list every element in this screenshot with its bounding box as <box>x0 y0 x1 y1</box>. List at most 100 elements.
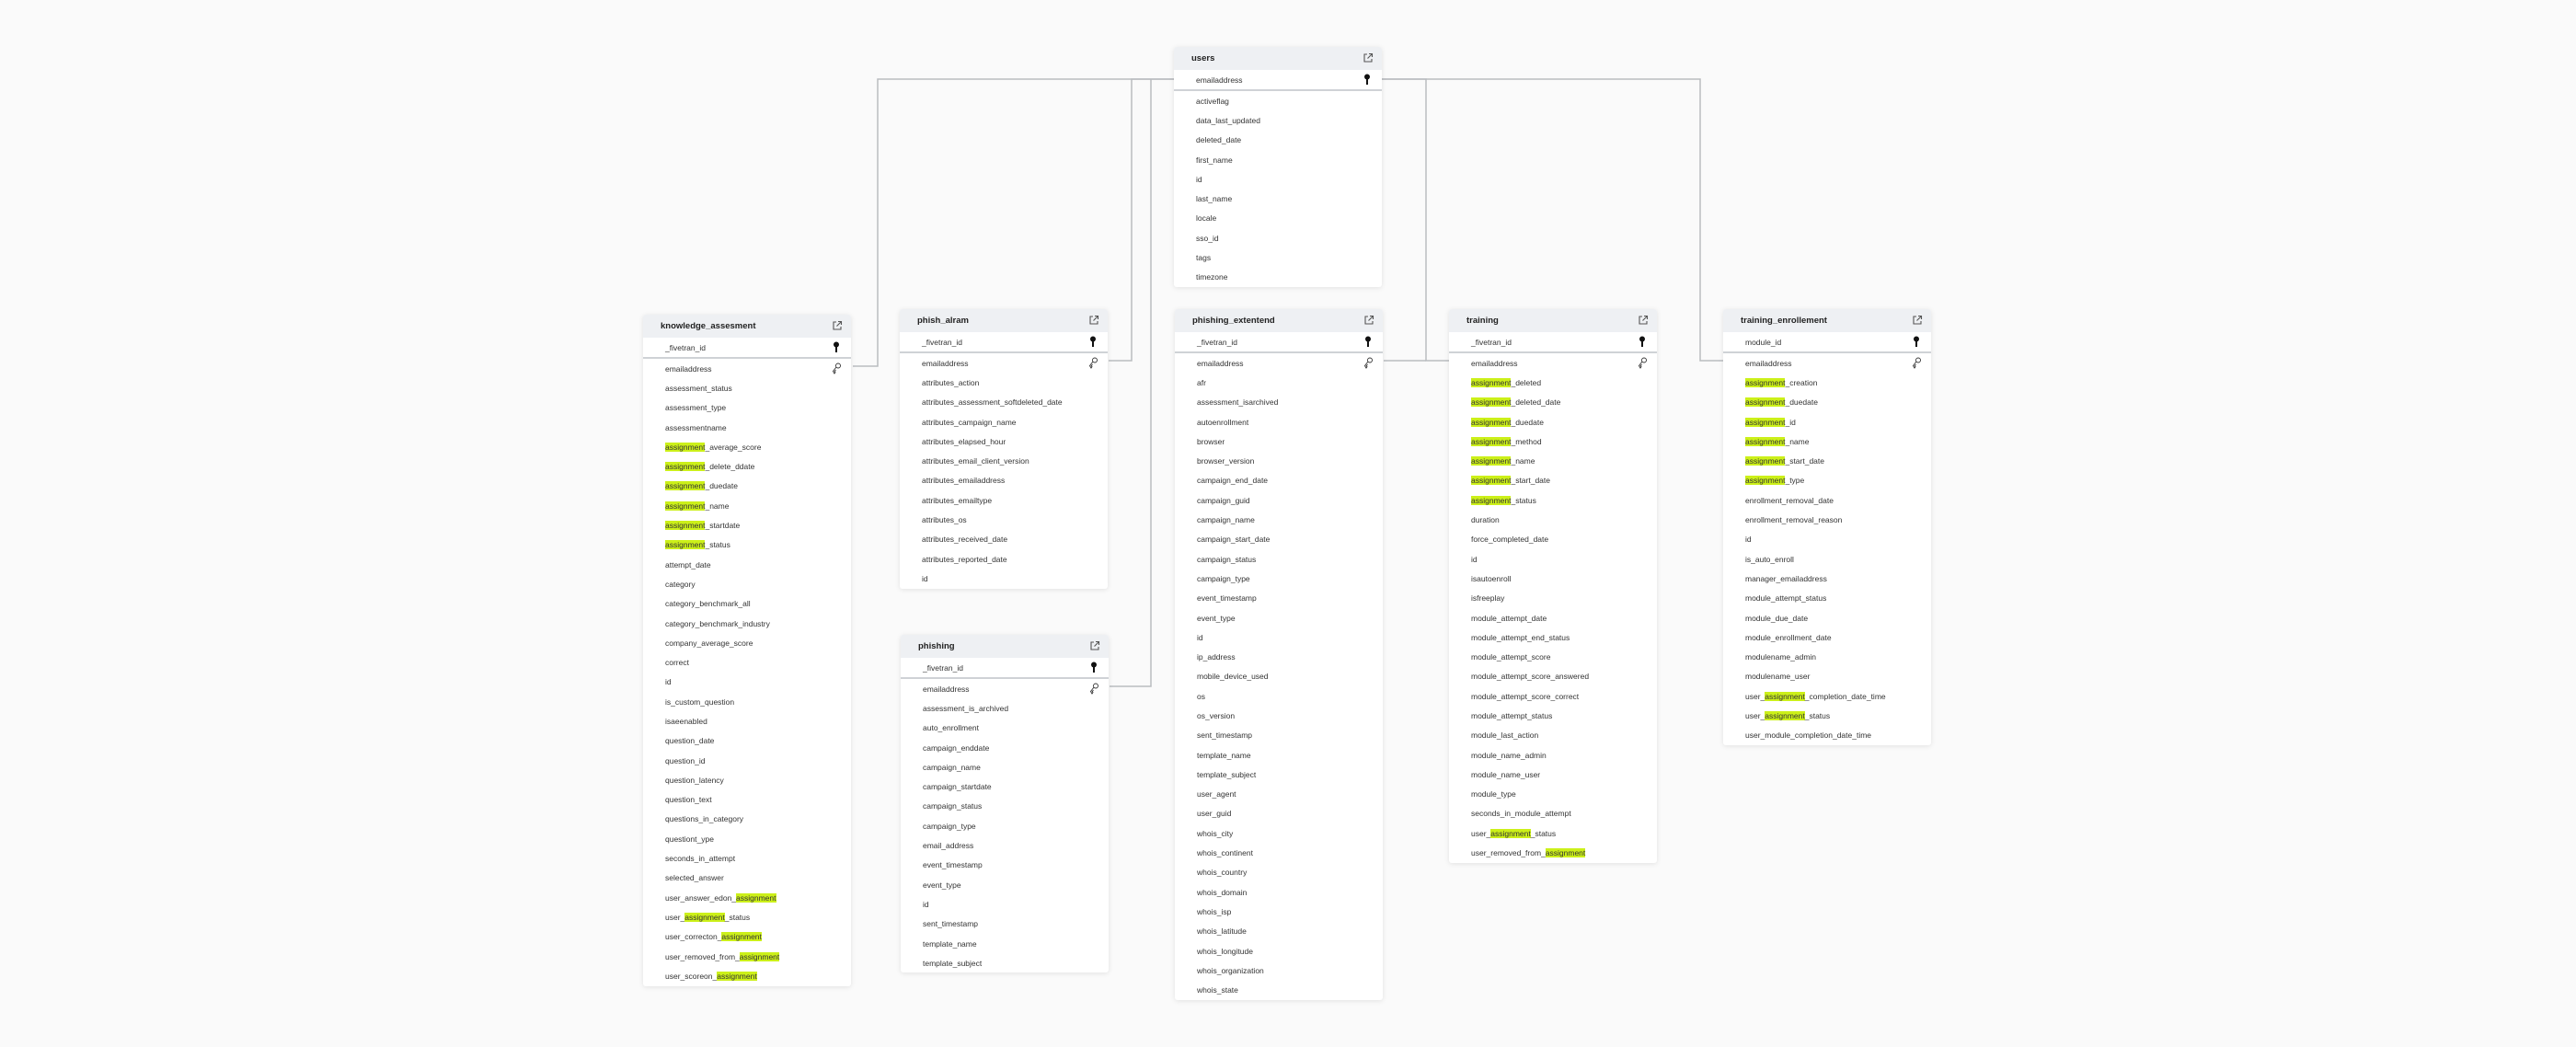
column-row[interactable]: module_due_date <box>1723 608 1931 627</box>
column-row[interactable]: manager_emailaddress <box>1723 569 1931 588</box>
external-link-icon[interactable] <box>832 320 843 331</box>
column-row[interactable]: is_auto_enroll <box>1723 549 1931 569</box>
column-row[interactable]: enrollment_removal_reason <box>1723 510 1931 529</box>
column-row[interactable]: campaign_enddate <box>901 738 1109 757</box>
column-row[interactable]: module_attempt_score <box>1449 647 1657 666</box>
column-row[interactable]: campaign_status <box>901 797 1109 816</box>
column-row[interactable]: whois_isp <box>1175 902 1383 921</box>
column-row[interactable]: modulename_user <box>1723 667 1931 686</box>
column-row[interactable]: module_attempt_score_answered <box>1449 667 1657 686</box>
column-row[interactable]: whois_domain <box>1175 882 1383 902</box>
column-row[interactable]: assessment_status <box>643 378 851 397</box>
column-row[interactable]: template_subject <box>1175 765 1383 784</box>
column-row[interactable]: user_correcton_assignment <box>643 927 851 947</box>
column-row[interactable]: question_text <box>643 790 851 810</box>
column-row[interactable]: module_attempt_status <box>1723 589 1931 608</box>
column-row[interactable]: module_last_action <box>1449 726 1657 745</box>
column-row[interactable]: category_benchmark_all <box>643 594 851 614</box>
primary-key-column[interactable]: emailaddress <box>1174 70 1382 91</box>
column-row[interactable]: isfreeplay <box>1449 589 1657 608</box>
column-row[interactable]: assignment_duedate <box>1723 393 1931 412</box>
column-row[interactable]: assignment_duedate <box>643 477 851 496</box>
column-row[interactable]: autoenrollment <box>1175 412 1383 431</box>
column-row[interactable]: attempt_date <box>643 555 851 574</box>
column-row[interactable]: user_assignment_completion_date_time <box>1723 686 1931 706</box>
column-row[interactable]: assignment_delete_ddate <box>643 456 851 476</box>
column-row[interactable]: user_removed_from_assignment <box>1449 843 1657 862</box>
column-row[interactable]: category_benchmark_industry <box>643 614 851 633</box>
column-row[interactable]: questions_in_category <box>643 810 851 829</box>
column-row[interactable]: assignment_status <box>643 535 851 555</box>
column-row[interactable]: is_custom_question <box>643 692 851 711</box>
column-row[interactable]: afr <box>1175 373 1383 392</box>
column-row[interactable]: assignment_average_score <box>643 437 851 456</box>
column-row[interactable]: last_name <box>1174 189 1382 208</box>
column-row[interactable]: campaign_end_date <box>1175 471 1383 490</box>
external-link-icon[interactable] <box>1363 315 1374 326</box>
column-row[interactable]: assignment_name <box>1449 451 1657 470</box>
column-row[interactable]: os <box>1175 686 1383 706</box>
external-link-icon[interactable] <box>1089 640 1100 651</box>
column-row[interactable]: campaign_start_date <box>1175 530 1383 549</box>
column-row[interactable]: attributes_campaign_name <box>900 412 1108 431</box>
column-row[interactable]: assessment_is_archived <box>901 698 1109 718</box>
column-row[interactable]: user_agent <box>1175 785 1383 804</box>
column-row[interactable]: duration <box>1449 510 1657 529</box>
primary-key-column[interactable]: _fivetran_id <box>643 338 851 359</box>
column-row[interactable]: module_attempt_score_correct <box>1449 686 1657 706</box>
column-row[interactable]: question_date <box>643 731 851 751</box>
column-row[interactable]: campaign_name <box>901 757 1109 777</box>
column-row[interactable]: question_id <box>643 751 851 770</box>
column-row[interactable]: sent_timestamp <box>1175 726 1383 745</box>
column-row[interactable]: attributes_received_date <box>900 530 1108 549</box>
column-row[interactable]: whois_latitude <box>1175 922 1383 941</box>
column-row[interactable]: campaign_type <box>1175 569 1383 588</box>
column-row[interactable]: module_attempt_end_status <box>1449 627 1657 647</box>
column-row[interactable]: module_attempt_date <box>1449 608 1657 627</box>
column-row[interactable]: whois_organization <box>1175 961 1383 980</box>
column-row[interactable]: assignment_deleted <box>1449 373 1657 392</box>
column-row[interactable]: timezone <box>1174 268 1382 287</box>
column-row[interactable]: assignment_type <box>1723 471 1931 490</box>
column-row[interactable]: emailaddress <box>1175 353 1383 373</box>
column-row[interactable]: selected_answer <box>643 869 851 888</box>
column-row[interactable]: user_answer_edon_assignment <box>643 888 851 907</box>
column-row[interactable]: browser_version <box>1175 451 1383 470</box>
column-row[interactable]: id <box>901 894 1109 914</box>
column-row[interactable]: attributes_assessment_softdeleted_date <box>900 393 1108 412</box>
column-row[interactable]: assessmentname <box>643 418 851 437</box>
column-row[interactable]: os_version <box>1175 706 1383 725</box>
column-row[interactable]: first_name <box>1174 150 1382 169</box>
column-row[interactable]: whois_state <box>1175 981 1383 1000</box>
column-row[interactable]: auto_enrollment <box>901 719 1109 738</box>
column-row[interactable]: assignment_name <box>1723 431 1931 451</box>
column-row[interactable]: company_average_score <box>643 633 851 652</box>
column-row[interactable]: assessment_type <box>643 398 851 418</box>
column-row[interactable]: module_attempt_status <box>1449 706 1657 725</box>
column-row[interactable]: emailaddress <box>901 679 1109 698</box>
column-row[interactable]: assignment_creation <box>1723 373 1931 392</box>
column-row[interactable]: user_module_completion_date_time <box>1723 726 1931 745</box>
column-row[interactable]: enrollment_removal_date <box>1723 490 1931 510</box>
column-row[interactable]: emailaddress <box>1723 353 1931 373</box>
column-row[interactable]: module_name_user <box>1449 765 1657 784</box>
column-row[interactable]: attributes_emailtype <box>900 490 1108 510</box>
column-row[interactable]: assignment_start_date <box>1723 451 1931 470</box>
column-row[interactable]: user_assignment_status <box>1723 706 1931 725</box>
column-row[interactable]: user_guid <box>1175 804 1383 823</box>
column-row[interactable]: attributes_emailaddress <box>900 471 1108 490</box>
external-link-icon[interactable] <box>1088 315 1099 326</box>
column-row[interactable]: locale <box>1174 209 1382 228</box>
column-row[interactable]: assignment_startdate <box>643 515 851 535</box>
column-row[interactable]: assignment_name <box>643 496 851 515</box>
column-row[interactable]: whois_country <box>1175 863 1383 882</box>
column-row[interactable]: campaign_guid <box>1175 490 1383 510</box>
column-row[interactable]: id <box>1449 549 1657 569</box>
column-row[interactable]: whois_continent <box>1175 843 1383 862</box>
column-row[interactable]: emailaddress <box>1449 353 1657 373</box>
column-row[interactable]: data_last_updated <box>1174 110 1382 130</box>
